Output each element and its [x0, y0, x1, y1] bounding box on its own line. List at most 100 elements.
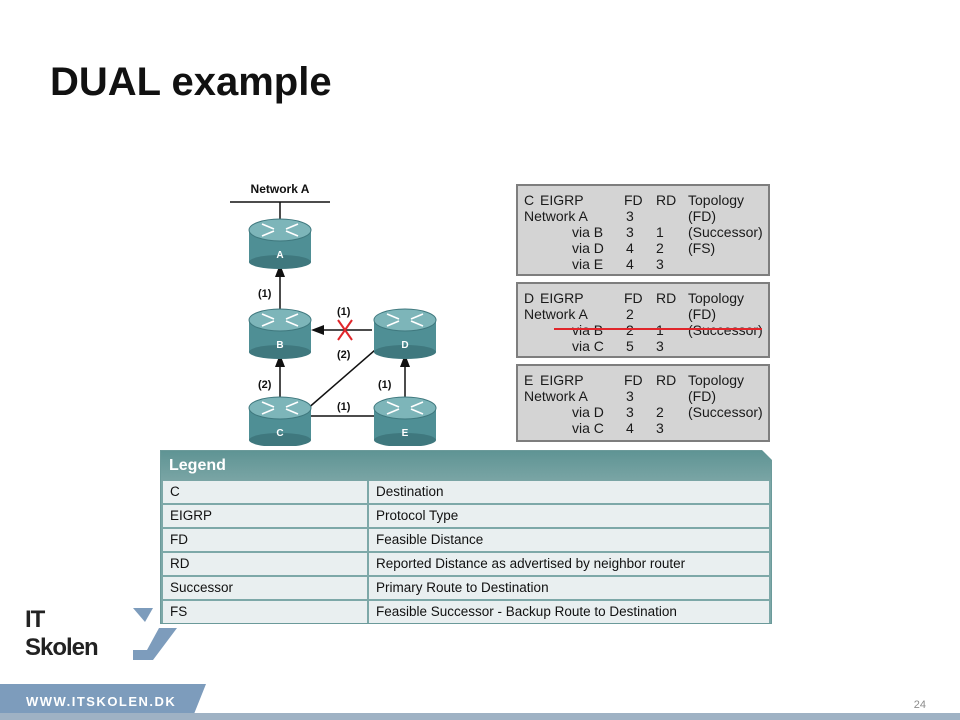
topology-router-name: E	[524, 372, 534, 388]
link-c-d	[305, 343, 383, 411]
arrow-b-to-a	[275, 264, 285, 277]
topology-router-name: D	[524, 290, 535, 306]
router-d-label: D	[401, 340, 408, 351]
topology-route: via D	[572, 404, 604, 420]
footer-band	[0, 684, 206, 714]
legend-row: FS Feasible Successor - Backup Route to …	[161, 601, 771, 623]
legend-definition: Destination	[369, 481, 769, 503]
topology-state: (FD)	[688, 388, 716, 404]
router-arrows-icon	[261, 401, 299, 415]
legend-term: C	[163, 481, 367, 503]
legend-definition: Primary Route to Destination	[369, 577, 769, 599]
topology-fd: 2	[626, 306, 634, 322]
topology-rd: 3	[656, 420, 664, 436]
legend-term: FS	[163, 601, 367, 623]
topology-route: via C	[572, 338, 604, 354]
topology-fd: 4	[626, 420, 634, 436]
legend-term: FD	[163, 529, 367, 551]
topology-route: via E	[572, 256, 604, 272]
slide-title: DUAL example	[50, 60, 332, 104]
checkmark-logo-icon	[133, 608, 177, 660]
link-label-b-d-bottom: (2)	[337, 349, 351, 361]
topology-fd: 2	[626, 322, 634, 338]
network-a-label: Network A	[251, 182, 310, 196]
topology-col-header: Topology	[688, 372, 745, 388]
topology-route: via C	[572, 420, 604, 436]
topology-fd: 5	[626, 338, 634, 354]
topology-fd-header: FD	[624, 192, 643, 208]
legend-term: RD	[163, 553, 367, 575]
topology-table-d: D EIGRP FD RD Topology Network A 2 (FD) …	[516, 282, 770, 358]
link-label-b-d-top: (1)	[337, 306, 351, 318]
legend-table: Legend C Destination EIGRP Protocol Type…	[160, 450, 772, 624]
legend-title: Legend	[161, 451, 771, 481]
legend-row: Successor Primary Route to Destination	[161, 577, 771, 599]
link-label-b-c: (2)	[258, 379, 272, 391]
link-label-e-d: (1)	[378, 379, 392, 391]
router-d[interactable]: D	[373, 308, 437, 359]
topology-fd: 3	[626, 404, 634, 420]
network-diagram: Network A (1) (1) (2) (2) (1) (1) A	[230, 182, 437, 446]
topology-rd-header: RD	[656, 192, 677, 208]
legend-row: EIGRP Protocol Type	[161, 505, 771, 527]
topology-fd-header: FD	[624, 372, 643, 388]
legend-row: RD Reported Distance as advertised by ne…	[161, 553, 771, 575]
legend-term: Successor	[163, 577, 367, 599]
topology-fd-header: FD	[624, 290, 643, 306]
legend-definition: Feasible Successor - Backup Route to Des…	[369, 601, 769, 623]
router-b[interactable]: B	[248, 308, 312, 359]
topology-fd: 3	[626, 224, 634, 240]
router-a[interactable]: A	[248, 218, 312, 269]
logo-text: IT Skolen	[25, 606, 99, 661]
topology-route: via D	[572, 240, 604, 256]
router-a-label: A	[276, 250, 283, 261]
topology-fd: 4	[626, 240, 634, 256]
topology-route: Network A	[524, 208, 588, 224]
topology-rd: 2	[656, 404, 664, 420]
topology-rd: 1	[656, 322, 664, 338]
topology-protocol: EIGRP	[540, 290, 584, 306]
topology-table-c: C EIGRP FD RD Topology Network A 3 (FD) …	[516, 184, 770, 276]
router-b-label: B	[276, 340, 283, 351]
topology-state: (FS)	[688, 240, 716, 256]
topology-state: (FD)	[688, 306, 716, 322]
topology-route: Network A	[524, 306, 588, 322]
topology-col-header: Topology	[688, 290, 745, 306]
topology-state: (Successor)	[688, 404, 763, 420]
legend-row: FD Feasible Distance	[161, 529, 771, 551]
router-c[interactable]: C	[248, 396, 312, 446]
router-arrows-icon	[386, 401, 424, 415]
topology-state: (FD)	[688, 208, 716, 224]
failed-link-x-icon	[337, 319, 353, 341]
arrow-d-to-b	[311, 325, 324, 335]
footer-rule	[0, 713, 960, 720]
topology-rd-header: RD	[656, 290, 677, 306]
router-arrows-icon	[386, 313, 424, 327]
legend-definition: Reported Distance as advertised by neigh…	[369, 553, 769, 575]
topology-route: via B	[572, 322, 604, 338]
arrow-e-to-d	[400, 354, 410, 367]
topology-router-name: C	[524, 192, 535, 208]
arrow-c-to-b	[275, 354, 285, 367]
topology-route: via B	[572, 224, 604, 240]
footer-url[interactable]: WWW.ITSKOLEN.DK	[26, 694, 177, 709]
topology-fd: 3	[626, 208, 634, 224]
topology-rd: 1	[656, 224, 664, 240]
topology-protocol: EIGRP	[540, 372, 584, 388]
topology-protocol: EIGRP	[540, 192, 584, 208]
legend-row: C Destination	[161, 481, 771, 503]
router-e-label: E	[402, 428, 409, 439]
topology-table-e: E EIGRP FD RD Topology Network A 3 (FD) …	[516, 364, 770, 442]
router-e[interactable]: E	[373, 396, 437, 446]
topology-rd: 3	[656, 338, 664, 354]
legend-definition: Feasible Distance	[369, 529, 769, 551]
router-arrows-icon	[261, 313, 299, 327]
topology-fd: 4	[626, 256, 634, 272]
router-c-label: C	[276, 428, 283, 439]
topology-state: (Successor)	[688, 322, 763, 338]
page-number: 24	[913, 699, 926, 711]
legend-term: EIGRP	[163, 505, 367, 527]
router-arrows-icon	[261, 223, 299, 237]
topology-state: (Successor)	[688, 224, 763, 240]
topology-route: Network A	[524, 388, 588, 404]
